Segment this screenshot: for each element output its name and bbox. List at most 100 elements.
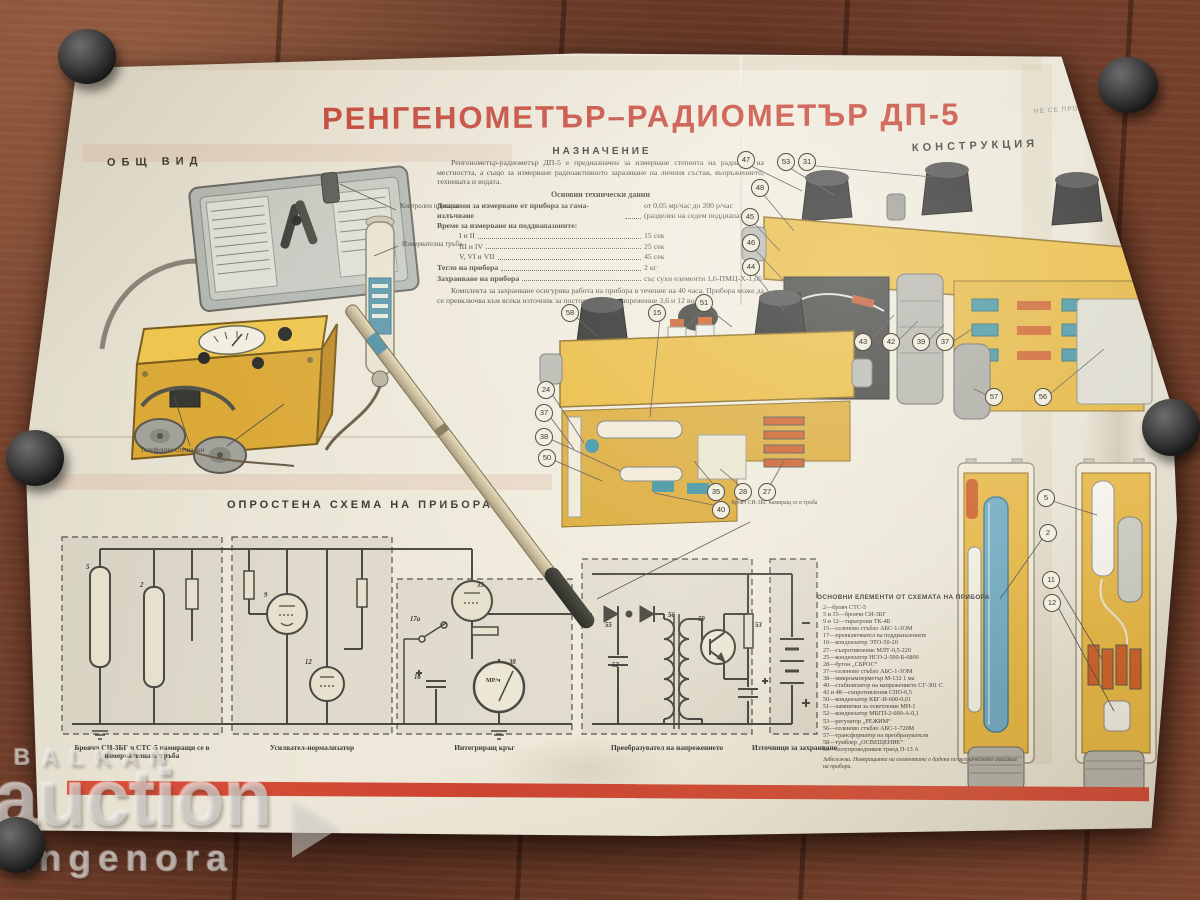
component-item: 2—брояч СТС-5 — [823, 604, 867, 611]
spec-row-time2: III и IV 25 сек — [459, 241, 665, 251]
component-item: 57—трансформатор на преобразувателя — [823, 731, 929, 739]
schematic-ref-17а: 17а — [410, 616, 421, 623]
component-item: 51—лампички за осветление МН-1 — [823, 703, 916, 711]
component-item: 42 и 48—съпротивления СПО-0,5 — [823, 689, 912, 697]
schematic-ref-56: 56 — [668, 612, 675, 619]
dot-leader — [486, 248, 641, 250]
caption-integrator: Интегриращ кръг — [454, 743, 515, 752]
spec-row-power: Захранване на прибора със сухи елементи … — [437, 273, 763, 283]
callout-37: 37 — [535, 404, 553, 422]
caption-converter: Преобразувател на напрежението — [610, 743, 724, 752]
schematic-ref-16: 16 — [414, 674, 421, 681]
callout-38: 38 — [535, 428, 553, 446]
spec-time-heading: Време за измерване на поддиапазоните: — [437, 220, 578, 230]
schematic-ref-12: 12 — [305, 659, 312, 666]
schematic-ref-38: 38 — [509, 659, 516, 666]
callout-57: 57 — [985, 388, 1003, 406]
meter — [472, 660, 526, 714]
schematic-ref-9: 9 — [264, 592, 268, 599]
components-note: Забележка. Номерацията на елементите е д… — [823, 756, 1018, 770]
callout-50: 50 — [538, 449, 556, 467]
block-amplifier — [231, 536, 393, 735]
callout-45: 45 — [741, 208, 759, 226]
spec-row-time1: I и II 15 сек — [459, 231, 665, 241]
component-item: 38—микроамперметър М-132 1 ма — [823, 674, 915, 682]
callout-39: 39 — [912, 333, 930, 351]
device-illustration — [99, 165, 420, 474]
component-item: 15—селеново стъбло АБС-1-3ОМ — [823, 625, 913, 633]
dot-leader — [477, 237, 641, 239]
pole-band — [434, 423, 449, 437]
headphones — [134, 385, 295, 474]
callout-58: 58 — [561, 304, 579, 322]
circuit-schematic — [61, 536, 818, 740]
caption-battery: Източници за захранване — [752, 743, 837, 752]
components-heading: ОСНОВНИ ЕЛЕМЕНТИ ОТ СХЕМАТА НА ПРИБОРА — [817, 594, 990, 601]
caption-counters: Броячи СИ-3БГ и СТС-5 намиращи се в изме… — [74, 743, 210, 761]
schematic-ref-5: 5 — [86, 564, 90, 571]
pin — [0, 817, 45, 873]
label-headphones: Телефонни слушалки — [140, 446, 205, 454]
callout-46: 46 — [742, 234, 760, 252]
meter-label: МР/ч — [486, 678, 501, 684]
callout-42: 42 — [882, 333, 900, 351]
resistors — [185, 570, 754, 649]
dot-leader — [497, 258, 641, 260]
callout-37: 37 — [936, 333, 954, 351]
pin — [6, 430, 64, 486]
label-leader-lines — [173, 183, 751, 600]
heading-schematic: ОПРОСТЕНА СХЕМА НА ПРИБОРА — [227, 499, 494, 511]
poster-paper: РЕНГЕНОМЕТЪР–РАДИОМЕТЪР ДП-5 НЕ СЕ ПРОДА… — [25, 53, 1177, 836]
component-item: 9 и 12—тиратрони ТК-4Б — [823, 618, 891, 626]
tool-in-lid — [280, 200, 318, 249]
schematic-ref-52: 52 — [612, 662, 619, 669]
spec-row-time3: V, VI и VII 45 сек — [459, 252, 665, 262]
callout-11: 11 — [1042, 571, 1060, 589]
pin — [1142, 399, 1200, 456]
component-item: 59—полупроводников триод П-13 А — [823, 745, 919, 753]
poster: РЕНГЕНОМЕТЪР–РАДИОМЕТЪР ДП-5 НЕ СЕ ПРОДА… — [22, 44, 1177, 836]
callout-15: 15 — [648, 304, 666, 322]
transistor — [700, 613, 748, 680]
component-item: 53—регулатор „РЕЖИМ“ — [823, 717, 891, 725]
battery — [780, 622, 810, 707]
component-item: 16—кондензатор ЭТО-50-20 — [823, 639, 898, 647]
callout-24: 24 — [537, 381, 555, 399]
pin — [1098, 57, 1158, 113]
schematic-ref-53: 53 — [755, 622, 762, 629]
component-item: 50—кондензатор КБГ-И-600-0,01 — [823, 696, 912, 704]
callout-2: 2 — [1039, 524, 1057, 542]
callout-5: 5 — [1037, 489, 1055, 507]
component-item: 56—селеново стъбло АБС-1-720М — [823, 724, 915, 732]
transformer — [663, 614, 703, 729]
callout-48: 48 — [751, 179, 769, 197]
callout-51: 51 — [695, 294, 713, 312]
callout-44: 44 — [742, 258, 760, 276]
purpose-outro: Комплекта за захранване осигурява работа… — [437, 286, 764, 305]
dot-leader — [501, 269, 641, 271]
component-item: 37—селеново стъбло АБС-1-3ОМ — [823, 667, 913, 675]
ground-symbols — [92, 730, 507, 740]
component-item: 25—кондензатор НСО-2-500-Б-6800 — [823, 653, 919, 661]
component-item: 5 и 35—броячи СИ-3БГ — [823, 611, 886, 619]
label-control-sample: Контролен препарат — [400, 202, 461, 210]
geiger-tubes — [89, 566, 165, 688]
schematic-ref-59: 59 — [698, 616, 705, 623]
components-list-block: ОСНОВНИ ЕЛЕМЕНТИ ОТ СХЕМАТА НА ПРИБОРА 2… — [817, 594, 1027, 771]
label-measuring-tube: Измервателна тръба — [402, 240, 463, 248]
triode-tubes — [266, 580, 493, 702]
callout-56: 56 — [1034, 388, 1052, 406]
heading-purpose: НАЗНАЧЕНИЕ — [552, 146, 652, 157]
component-item: 52—кондензатор МБГП-2-600-А-0,1 — [823, 710, 919, 718]
block-battery — [769, 558, 818, 735]
pin — [58, 29, 116, 84]
callout-35: 35 — [707, 483, 725, 501]
dot-leader — [625, 217, 641, 219]
block-counters — [61, 536, 223, 735]
dot-leader — [522, 280, 641, 282]
callout-27: 27 — [758, 483, 776, 501]
callout-53: 53 — [777, 153, 795, 171]
